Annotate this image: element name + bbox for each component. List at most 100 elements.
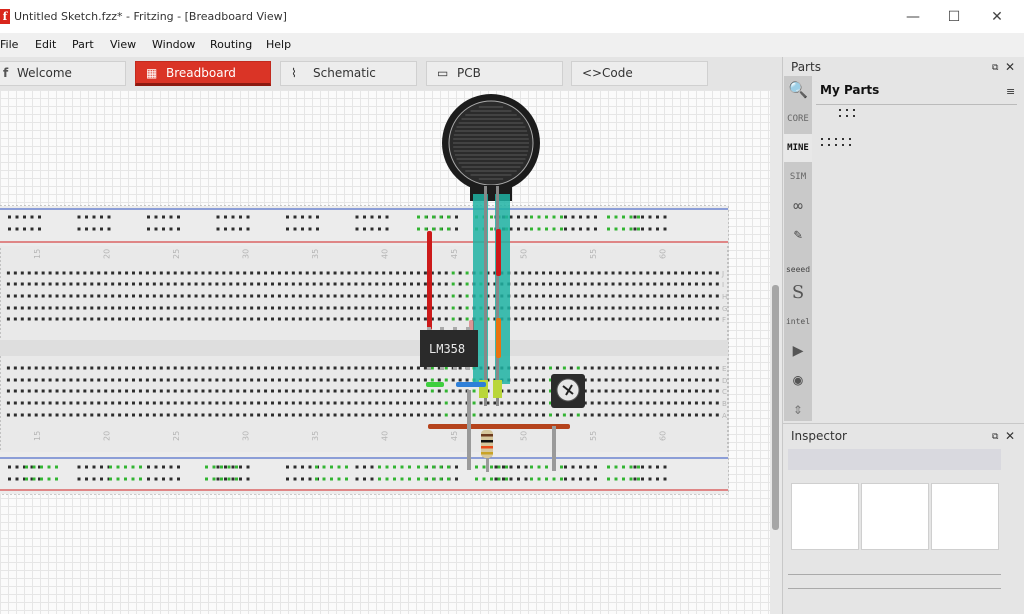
rail-hole: [385, 227, 389, 231]
terminal-hole: [41, 282, 45, 286]
terminal-hole: [6, 389, 10, 393]
terminal-hole: [542, 317, 546, 321]
tab-welcome[interactable]: f Welcome: [0, 61, 126, 86]
tab-pcb[interactable]: ▭ PCB: [426, 61, 563, 86]
intel-icon[interactable]: intel: [785, 317, 811, 326]
terminal-hole: [416, 271, 420, 275]
terminal-hole: [13, 401, 17, 405]
fritzing-bin-icon[interactable]: ✎: [793, 227, 803, 243]
terminal-hole: [69, 378, 73, 382]
terminal-hole: [6, 306, 10, 310]
terminal-hole: [583, 271, 587, 275]
terminal-hole: [361, 271, 365, 275]
bin-core[interactable]: CORE: [787, 114, 809, 124]
terminal-hole: [55, 306, 59, 310]
parts-close-icon[interactable]: ✕: [1005, 60, 1016, 74]
rail-hole: [169, 227, 173, 231]
terminal-hole: [180, 378, 184, 382]
menu-routing[interactable]: Routing: [210, 38, 253, 51]
tab-schematic[interactable]: ⌇ Schematic: [280, 61, 417, 86]
bin-menu-icon[interactable]: ≡: [1006, 85, 1016, 98]
maximize-button[interactable]: ☐: [947, 9, 961, 25]
terminal-hole: [104, 294, 108, 298]
terminal-hole: [180, 294, 184, 298]
terminal-hole: [486, 401, 490, 405]
terminal-hole: [83, 271, 87, 275]
sparkfun-icon[interactable]: S: [791, 282, 805, 303]
chip-pin: [466, 367, 470, 370]
parts-float-icon[interactable]: ⧉: [992, 63, 999, 73]
menu-window[interactable]: Window: [152, 38, 196, 51]
canvas-vertical-scrollbar[interactable]: [770, 90, 782, 614]
terminal-hole: [354, 271, 358, 275]
rail-hole: [23, 477, 26, 481]
terminal-hole: [542, 401, 546, 405]
terminal-hole: [194, 413, 198, 417]
rail-hole: [509, 477, 513, 481]
terminal-hole: [368, 317, 372, 321]
bin-mine[interactable]: MINE: [784, 134, 812, 162]
connected-rail-hole: [227, 465, 231, 469]
terminal-hole: [111, 378, 115, 382]
menu-part[interactable]: Part: [72, 38, 94, 51]
terminal-hole: [632, 306, 636, 310]
lm358-chip-label: LM358: [429, 342, 465, 356]
connected-rail-hole: [40, 465, 43, 469]
bin-sim[interactable]: SIM: [789, 172, 807, 182]
terminal-hole: [326, 413, 330, 417]
scrollbar-thumb[interactable]: [772, 285, 779, 530]
terminal-hole: [284, 378, 288, 382]
terminal-hole: [590, 401, 594, 405]
chip-pin: [427, 367, 431, 370]
tab-pcb-label: PCB: [457, 66, 481, 80]
terminal-hole: [528, 366, 532, 370]
inspector-float-icon[interactable]: ⧉: [992, 432, 999, 442]
terminal-hole: [514, 401, 518, 405]
terminal-hole: [708, 282, 712, 286]
contrib-icon[interactable]: ◉: [793, 370, 803, 389]
rail-hole: [239, 465, 242, 469]
terminal-hole: [298, 306, 302, 310]
arduino-icon[interactable]: ∞: [793, 196, 803, 215]
terminal-hole: [368, 306, 372, 310]
menu-edit[interactable]: Edit: [35, 38, 57, 51]
terminal-hole: [451, 271, 455, 275]
terminal-hole: [493, 294, 497, 298]
terminal-hole: [118, 271, 122, 275]
inspector-close-icon[interactable]: ✕: [1005, 429, 1016, 443]
terminal-hole: [118, 389, 122, 393]
terminal-hole: [132, 294, 135, 298]
terminal-hole: [111, 282, 115, 286]
terminal-hole: [222, 271, 226, 275]
my-parts-items[interactable]: [817, 105, 877, 151]
rail-hole: [169, 477, 173, 481]
terminal-hole: [437, 413, 441, 417]
terminal-hole: [514, 413, 518, 417]
scroll-bins-icon[interactable]: ⇕: [793, 399, 803, 418]
minimize-button[interactable]: —: [906, 9, 920, 25]
terminal-hole: [41, 294, 45, 298]
terminal-hole: [667, 401, 671, 405]
resistor-band: [481, 440, 493, 443]
parts-search-icon[interactable]: 🔍: [788, 80, 808, 99]
bin-divider: [816, 104, 1017, 105]
terminal-hole: [62, 413, 66, 417]
connected-rail-hole: [607, 477, 610, 481]
menu-view[interactable]: View: [110, 38, 137, 51]
breadboard-drawing[interactable]: 1515202025253030353540404545505055556060…: [0, 90, 770, 614]
close-window-button[interactable]: ✕: [991, 9, 1003, 25]
terminal-hole: [701, 401, 705, 405]
terminal-hole: [48, 294, 52, 298]
menu-file[interactable]: File: [0, 38, 19, 51]
seeed-icon[interactable]: seeed: [785, 265, 811, 274]
rail-hole: [8, 465, 11, 469]
play-icon[interactable]: ▶: [792, 340, 804, 361]
terminal-hole: [257, 317, 261, 321]
tab-code[interactable]: <> Code: [571, 61, 708, 86]
menu-help[interactable]: Help: [266, 38, 292, 51]
terminal-hole: [305, 271, 309, 275]
terminal-hole: [465, 282, 469, 286]
terminal-hole: [125, 317, 129, 321]
tab-breadboard[interactable]: ▦ Breadboard: [135, 61, 271, 86]
